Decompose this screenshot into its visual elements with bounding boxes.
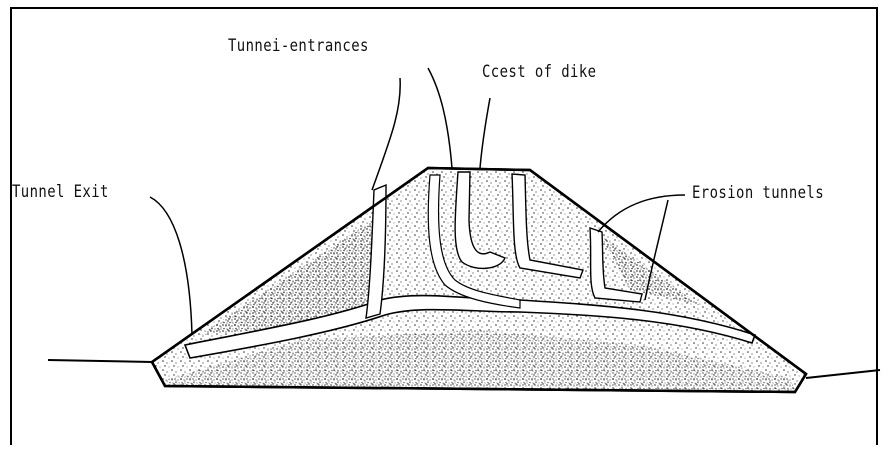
crest-of-dike-label: Ccest of dike bbox=[482, 62, 596, 82]
tunnel-entrances-label: Tunnei-entrances bbox=[228, 36, 369, 56]
leader-crest-of-dike bbox=[480, 98, 490, 168]
ground-line-right bbox=[806, 370, 880, 378]
leader-tunnel-entrances-1 bbox=[372, 78, 400, 190]
leader-erosion-tunnels-1 bbox=[598, 195, 685, 232]
leader-tunnel-exit bbox=[150, 197, 192, 335]
erosion-tunnels-label: Erosion tunnels bbox=[692, 183, 824, 203]
leader-tunnel-entrances-2 bbox=[428, 68, 452, 168]
ground-line-left bbox=[48, 360, 152, 362]
tunnel-exit-label: Tunnel Exit bbox=[12, 182, 109, 202]
